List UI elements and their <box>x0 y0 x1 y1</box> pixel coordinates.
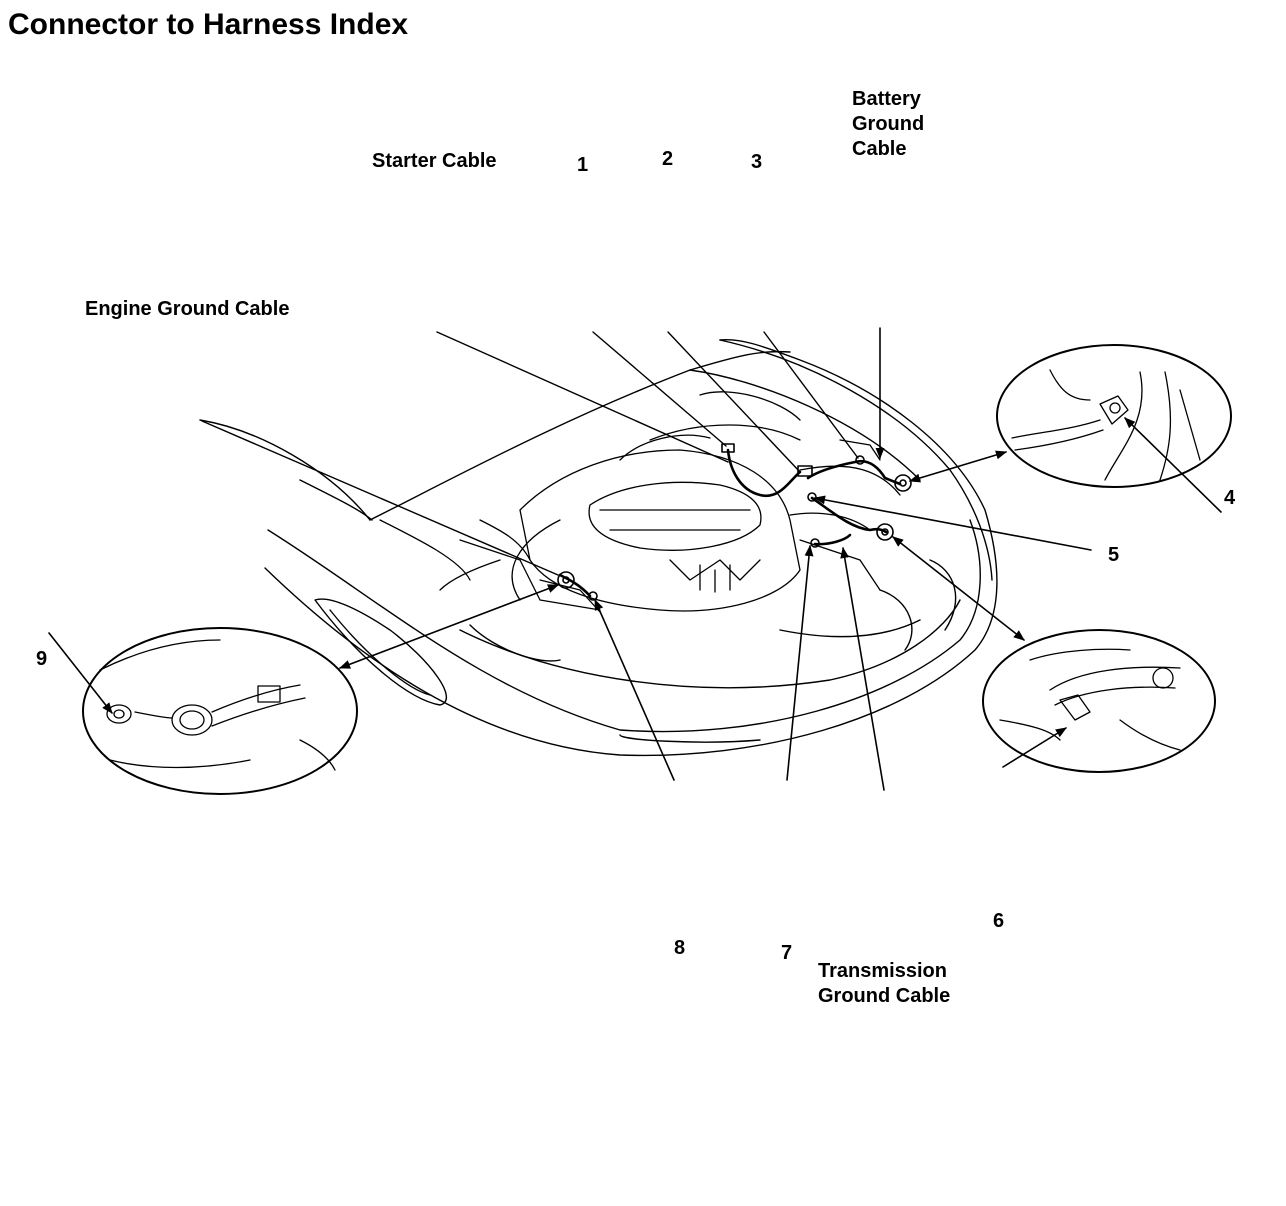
callout-2: 2 <box>662 148 674 170</box>
detail-view-6 <box>982 629 1216 773</box>
engine-block <box>379 391 901 613</box>
detail-view-9 <box>82 627 358 795</box>
callout-4: 4 <box>1224 487 1236 509</box>
arrow-leaders <box>48 327 1222 791</box>
callout-1: 1 <box>577 154 589 176</box>
transmission-ground-cable-label: Transmission Ground Cable <box>818 960 951 1007</box>
ground-points <box>557 443 912 601</box>
starter-cable-label: Starter Cable <box>372 150 497 172</box>
page-title: Connector to Harness Index <box>8 8 409 41</box>
battery-ground-cable-label: Battery Ground Cable <box>852 88 925 160</box>
leader-lines <box>201 331 859 576</box>
callout-6: 6 <box>993 910 1005 932</box>
callout-5: 5 <box>1108 544 1120 566</box>
callout-3: 3 <box>751 151 763 173</box>
callout-8: 8 <box>674 937 686 959</box>
vehicle-body <box>199 338 998 757</box>
callout-7: 7 <box>781 942 793 964</box>
callout-9: 9 <box>36 648 48 670</box>
detail-view-4 <box>996 344 1232 488</box>
engine-ground-cable-label: Engine Ground Cable <box>85 298 290 320</box>
